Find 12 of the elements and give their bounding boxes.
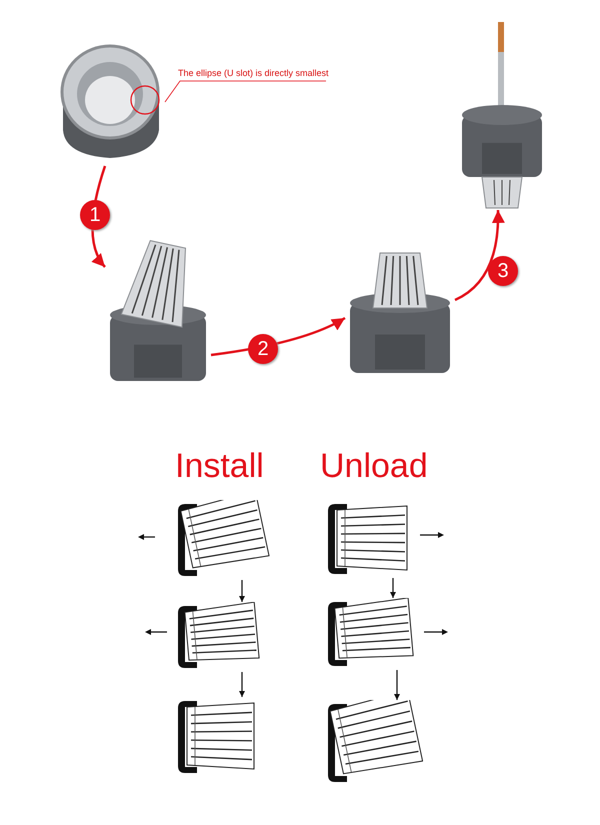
step-number-badge: 2 xyxy=(248,334,278,364)
column-heading: Install xyxy=(175,446,264,486)
callout-text: The ellipse (U slot) is directly smallest xyxy=(178,66,326,81)
column-heading: Unload xyxy=(320,446,428,486)
arrow xyxy=(390,578,396,598)
leader-line xyxy=(164,80,326,102)
arrow xyxy=(454,210,504,302)
step-number-badge: 1 xyxy=(80,200,110,230)
arrow xyxy=(394,670,400,700)
arrow xyxy=(239,580,245,602)
step-number-badge: 3 xyxy=(488,256,518,286)
arrow xyxy=(239,672,245,697)
